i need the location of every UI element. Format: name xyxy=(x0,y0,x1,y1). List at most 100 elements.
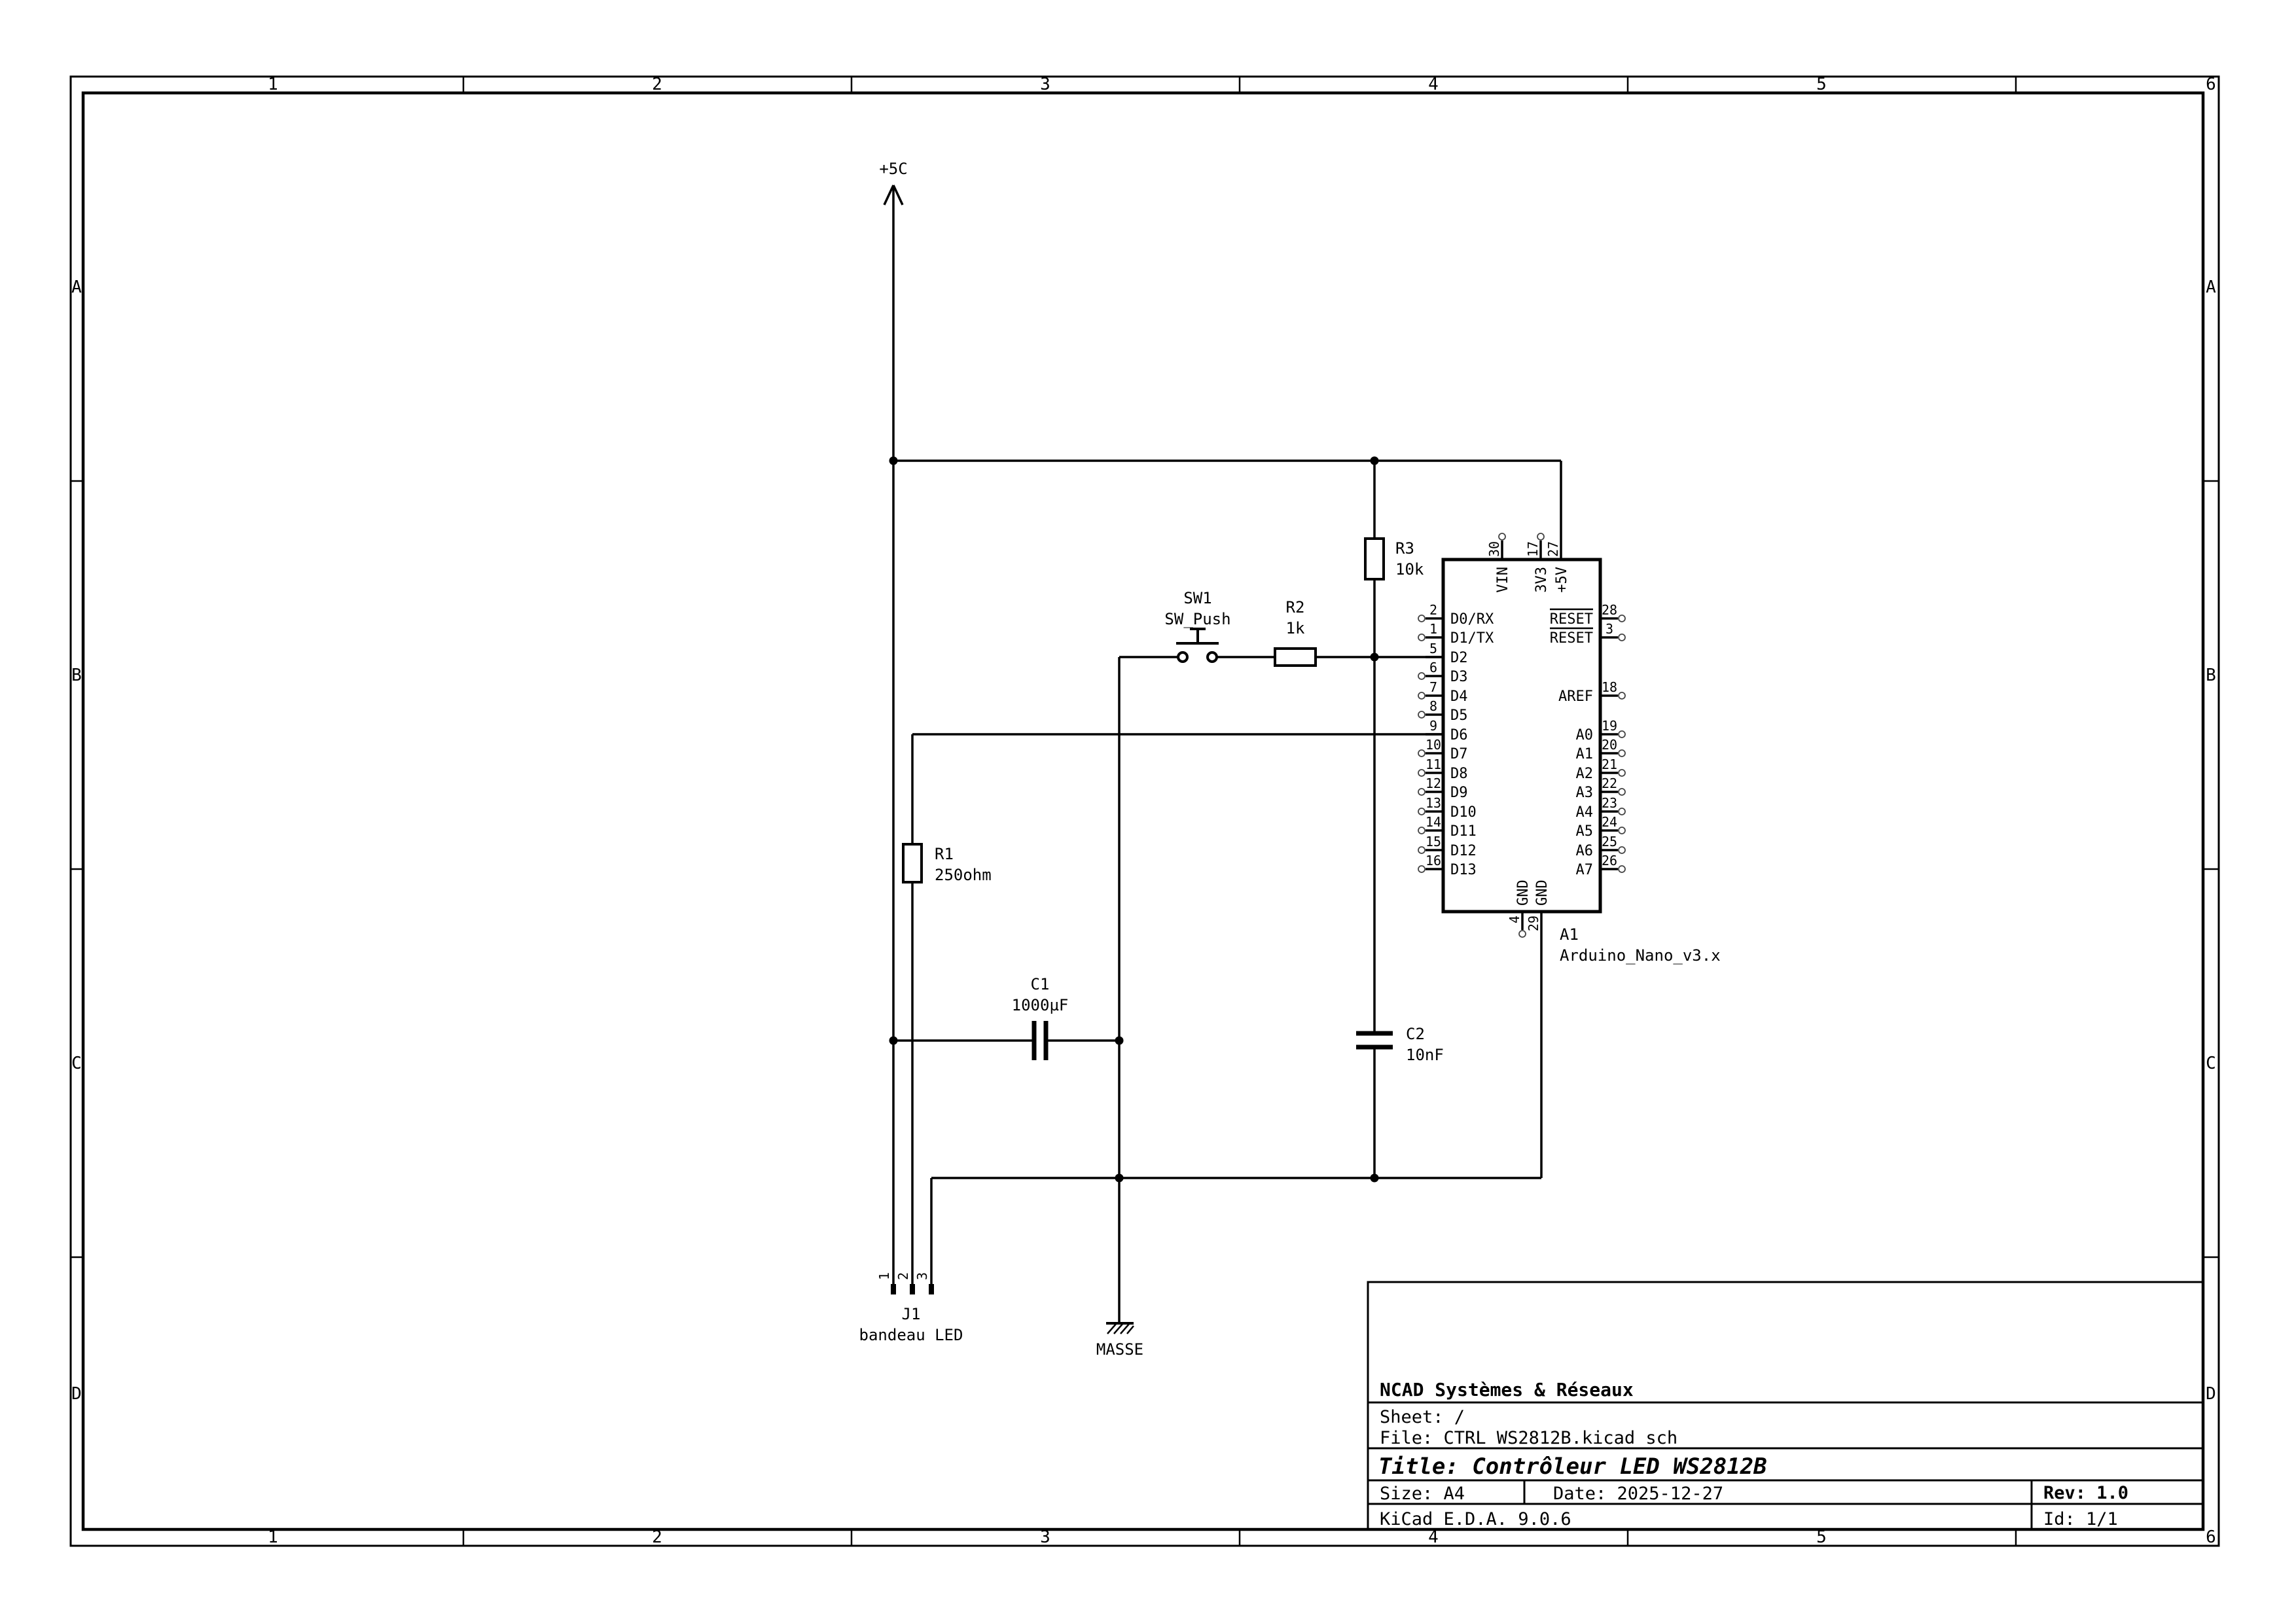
size-field: Size: A4 xyxy=(1380,1484,1465,1504)
c1-ref: C1 xyxy=(1031,975,1050,993)
pin-number: 24 xyxy=(1602,814,1617,830)
sheet-field: Sheet: / xyxy=(1380,1407,1465,1427)
pin-name: AREF xyxy=(1558,688,1593,705)
pin-d4: 7 D4 xyxy=(1418,679,1468,705)
frame-row-label: C xyxy=(2206,1054,2216,1073)
pin-name: A3 xyxy=(1576,785,1594,801)
pin-name: D5 xyxy=(1450,707,1468,724)
pin-name: GND xyxy=(1534,880,1551,906)
power-arrow-icon xyxy=(892,185,904,205)
r3-value: 10k xyxy=(1395,560,1424,579)
frame-col-label: 4 xyxy=(1428,75,1439,94)
wires xyxy=(892,185,1562,1323)
pin-number: 20 xyxy=(1602,737,1617,753)
pin-a7: 26 A7 xyxy=(1576,853,1626,878)
pin-end-circle xyxy=(1498,533,1506,541)
frame-col-label: 4 xyxy=(1428,1527,1439,1547)
pin-name: D11 xyxy=(1450,823,1477,840)
pin-name: D9 xyxy=(1450,785,1468,801)
pin-d10: 13 D10 xyxy=(1418,795,1477,821)
pin-d9: 12 D9 xyxy=(1418,776,1468,801)
switch-contact xyxy=(1206,651,1218,663)
ground-icon xyxy=(1126,1325,1134,1334)
ground-icon xyxy=(1107,1323,1117,1334)
frame-col-label: 5 xyxy=(1816,1527,1827,1547)
pin-d0rx: 2 D0/RX xyxy=(1418,602,1494,628)
pin-number: 16 xyxy=(1426,853,1441,868)
frame-col-label: 5 xyxy=(1816,75,1827,94)
frame-row-label: C xyxy=(71,1054,82,1073)
pin-number: 11 xyxy=(1426,757,1441,772)
pin-a6: 25 A6 xyxy=(1576,834,1626,859)
ground-icon xyxy=(1120,1323,1130,1334)
pin-number: 7 xyxy=(1429,679,1437,695)
junction-dot xyxy=(1370,1173,1379,1183)
a1-ref: A1 xyxy=(1560,925,1579,944)
frame-col-label: 3 xyxy=(1040,75,1050,94)
connector-pin xyxy=(929,1284,934,1294)
pin-d2: 5 D2 xyxy=(1426,641,1468,666)
frame-col-label: 1 xyxy=(268,1527,278,1547)
ground-symbol-masse: MASSE xyxy=(1096,1322,1143,1359)
frame-col-label: 6 xyxy=(2206,1527,2216,1547)
pin-name: D4 xyxy=(1450,688,1468,705)
pin-number: 5 xyxy=(1429,641,1437,656)
frame-col-label: 2 xyxy=(652,1527,662,1547)
pin-a3: 22 A3 xyxy=(1576,776,1626,801)
connector-pin xyxy=(910,1284,915,1294)
frame-col-label: 1 xyxy=(268,75,278,94)
resistor-body xyxy=(1274,647,1317,667)
component-j1: 1 2 3 J1 bandeau LED xyxy=(859,1272,963,1344)
pin-reset-3: 3 RESET xyxy=(1550,621,1626,647)
pin-number: 10 xyxy=(1426,737,1441,753)
pin-name: VIN xyxy=(1495,567,1511,593)
r2-ref: R2 xyxy=(1286,598,1305,616)
pin-name: GND xyxy=(1515,880,1532,906)
pin-end-circle xyxy=(1537,533,1545,541)
pin-name: A7 xyxy=(1576,862,1594,878)
frame-row-label: D xyxy=(71,1384,82,1404)
pin-number: 12 xyxy=(1426,776,1441,791)
component-c1: C1 1000µF xyxy=(1012,975,1068,1060)
pin-number: 2 xyxy=(1429,602,1437,618)
r3-ref: R3 xyxy=(1395,539,1414,558)
pin-number: 14 xyxy=(1426,814,1441,830)
component-sw1: SW1 SW_Push xyxy=(1164,589,1231,663)
pin-name: D0/RX xyxy=(1450,611,1494,628)
pin-number: 3 xyxy=(1605,621,1613,637)
component-r2: R2 1k xyxy=(1274,598,1317,667)
resistor-body xyxy=(1364,537,1385,580)
pin-name: D6 xyxy=(1450,727,1468,743)
pin-number: 23 xyxy=(1602,795,1617,811)
frame-row-label: A xyxy=(71,277,82,297)
file-field: File: CTRL_WS2812B.kicad_sch xyxy=(1380,1428,1677,1448)
j1-value: bandeau LED xyxy=(859,1326,963,1344)
ground-label: MASSE xyxy=(1096,1340,1143,1359)
frame-row-label: B xyxy=(71,666,82,685)
pin-a0: 19 A0 xyxy=(1576,718,1626,743)
pin-name: D2 xyxy=(1450,650,1468,666)
id-field: Id: 1/1 xyxy=(2043,1509,2118,1529)
j1-pin-number: 2 xyxy=(895,1272,911,1280)
pin-a1: 20 A1 xyxy=(1576,737,1626,762)
power-arrow-icon xyxy=(883,185,895,205)
pin-number: 4 xyxy=(1507,916,1522,923)
junction-dot xyxy=(1115,1036,1124,1045)
junction-dot xyxy=(1370,652,1379,662)
frame-col-label: 3 xyxy=(1040,1527,1050,1547)
pin-name: RESET xyxy=(1550,630,1593,647)
component-c2: C2 10nF xyxy=(1356,1025,1444,1064)
pin-number: 17 xyxy=(1525,541,1541,557)
pin-name: A2 xyxy=(1576,766,1594,782)
pin-number: 30 xyxy=(1486,541,1502,557)
sheet-frame: 1 2 3 4 5 6 1 2 3 4 5 6 A B C D A B C D xyxy=(69,75,2220,1547)
pin-number: 1 xyxy=(1429,621,1437,637)
pin-number: 9 xyxy=(1429,718,1437,734)
pin-name: D13 xyxy=(1450,862,1477,878)
j1-ref: J1 xyxy=(902,1305,921,1323)
pin-d8: 11 D8 xyxy=(1418,757,1468,782)
junction-dot xyxy=(1115,1173,1124,1183)
pin-a2: 21 A2 xyxy=(1576,757,1626,782)
sw1-value: SW_Push xyxy=(1164,610,1230,628)
